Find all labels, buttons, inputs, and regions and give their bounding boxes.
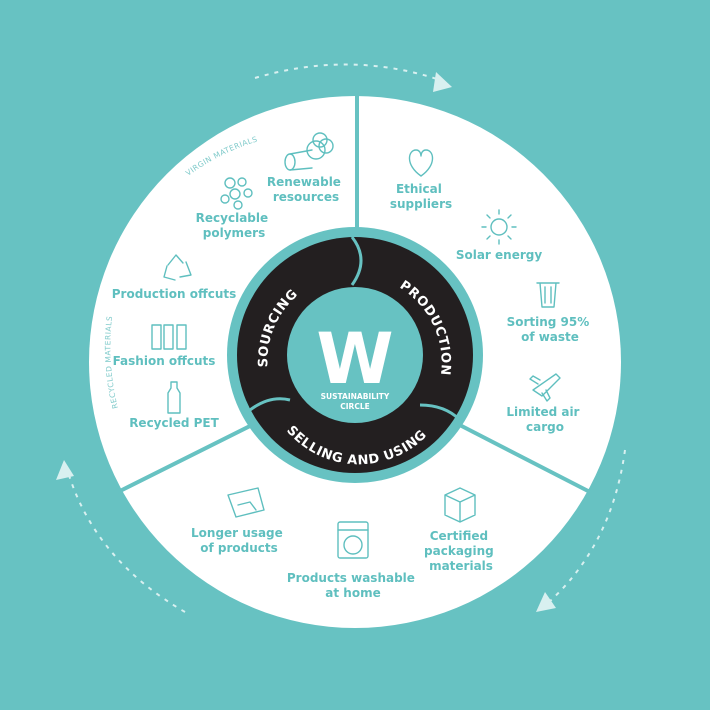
airplane-icon: [529, 373, 561, 402]
label-recyclable-polymers: Recyclable polymers: [196, 211, 273, 240]
garment-icon: [151, 324, 187, 350]
center-title-line1: SUSTAINABILITY: [321, 392, 390, 401]
heart-icon: [408, 149, 434, 177]
recycle-icon: [163, 254, 192, 281]
label-sorting-waste: Sorting 95% of waste: [507, 315, 594, 344]
center-title-line2: CIRCLE: [340, 402, 369, 411]
label-fashion-offcuts: Fashion offcuts: [113, 354, 216, 368]
label-recycled-pet: Recycled PET: [129, 416, 219, 430]
label-products-washable: Products washable at home: [287, 571, 419, 600]
box-icon: [444, 487, 476, 523]
hand-wash-icon: [227, 487, 265, 518]
trash-bin-icon: [536, 282, 560, 308]
label-solar-energy: Solar energy: [456, 248, 543, 262]
label-certified-packaging: Certified packaging materials: [424, 529, 498, 573]
bottle-icon: [167, 381, 181, 414]
polymer-beads-icon: [220, 177, 253, 210]
label-production-offcuts: Production offcuts: [112, 287, 237, 301]
brand-logo: W: [316, 318, 393, 400]
washing-machine-icon: [337, 521, 369, 559]
cotton-log-icon: [284, 132, 334, 171]
label-limited-air-cargo: Limited air cargo: [506, 405, 583, 434]
label-ethical-suppliers: Ethical suppliers: [390, 182, 452, 211]
arrow-head-icon: [56, 460, 74, 480]
label-renewable-resources: Renewable resources: [267, 175, 345, 204]
sun-icon: [481, 209, 517, 245]
center-disc: [287, 287, 423, 423]
arrow-head-icon: [536, 592, 556, 612]
ring-dividers: [249, 236, 462, 422]
arrow-head-icon: [433, 72, 452, 92]
wheel-dividers: [117, 95, 591, 494]
cycle-arrowheads: [56, 72, 556, 612]
label-longer-usage: Longer usage of products: [191, 526, 287, 555]
cycle-arrows: [67, 63, 626, 613]
